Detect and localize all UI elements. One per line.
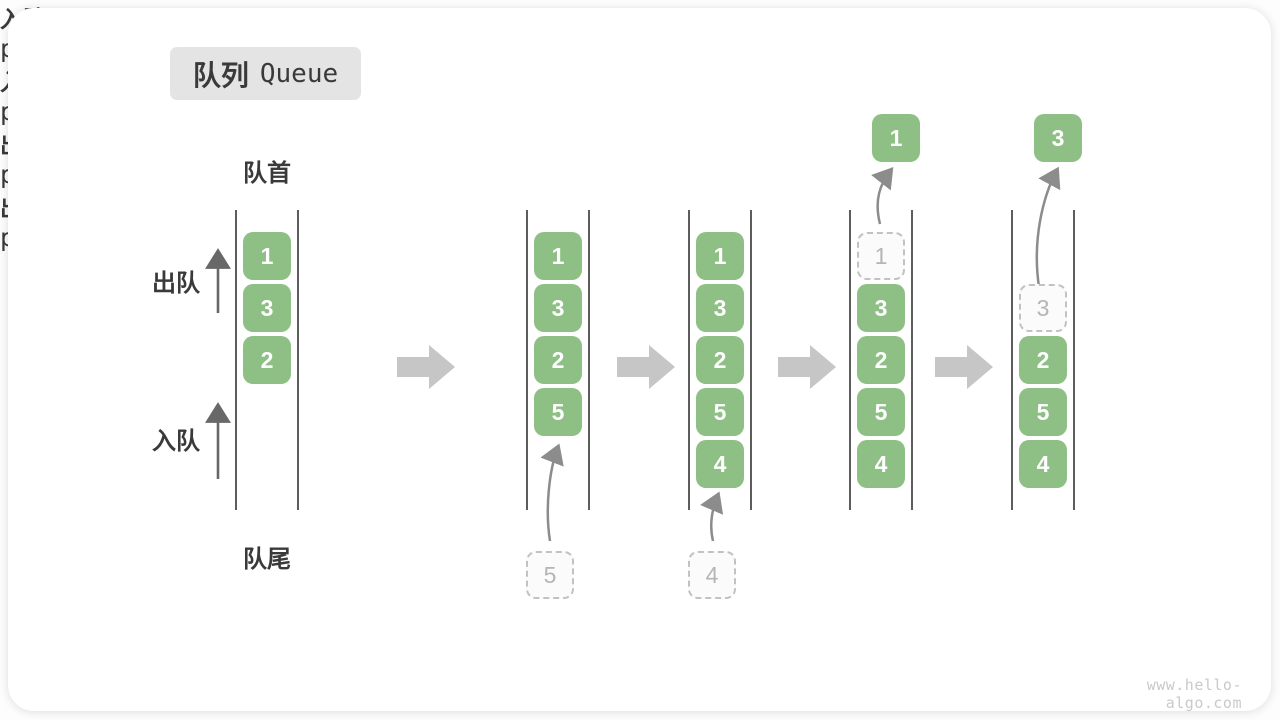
- queue-rail-right: [297, 210, 299, 510]
- queue-cell: 2: [696, 336, 744, 384]
- popped-cell: 1: [872, 114, 920, 162]
- queue-cell: 3: [696, 284, 744, 332]
- queue-rail-left: [688, 210, 690, 510]
- pop-arrow-1: [871, 167, 894, 225]
- queue-rail-right: [1073, 210, 1075, 510]
- watermark: www.hello-algo.com: [1146, 676, 1242, 712]
- queue-rail-left: [526, 210, 528, 510]
- queue-cell: 4: [857, 440, 905, 488]
- transition-arrow-2: [617, 345, 675, 389]
- queue-cell: 2: [1019, 336, 1067, 384]
- queue-cell: 3: [243, 284, 291, 332]
- popped-cell: 3: [1034, 114, 1082, 162]
- label-enqueue-side: 入队: [152, 428, 200, 455]
- transition-arrow-4: [935, 345, 993, 389]
- queue-rail-left: [1011, 210, 1013, 510]
- queue-cell: 3: [857, 284, 905, 332]
- queue-cell: 5: [696, 388, 744, 436]
- queue-cell: 5: [857, 388, 905, 436]
- queue-rail-right: [588, 210, 590, 510]
- staged-cell: 4: [688, 551, 736, 599]
- pop-arrow-3: [1035, 166, 1061, 288]
- queue-cell-ghost: 1: [857, 232, 905, 280]
- staged-cell: 5: [526, 551, 574, 599]
- queue-rail-right: [911, 210, 913, 510]
- label-dequeue-side: 出队: [152, 270, 200, 297]
- queue-rail-left: [849, 210, 851, 510]
- transition-arrow-3: [778, 345, 836, 389]
- queue-cell: 2: [857, 336, 905, 384]
- push-arrow-5: [540, 443, 564, 542]
- title-chip: 队列 Queue: [170, 47, 361, 100]
- queue-cell: 5: [1019, 388, 1067, 436]
- label-queue-front: 队首: [243, 160, 291, 187]
- label-queue-rear: 队尾: [243, 546, 291, 573]
- queue-cell: 2: [534, 336, 582, 384]
- queue-cell: 4: [1019, 440, 1067, 488]
- transition-arrow-1: [397, 345, 455, 389]
- queue-cell: 4: [696, 440, 744, 488]
- queue-cell: 3: [534, 284, 582, 332]
- queue-cell: 1: [243, 232, 291, 280]
- queue-rail-left: [235, 210, 237, 510]
- title-zh: 队列: [192, 59, 249, 91]
- queue-cell: 5: [534, 388, 582, 436]
- queue-cell: 1: [696, 232, 744, 280]
- transition-arrows: [397, 345, 993, 389]
- push-arrow-4: [700, 491, 724, 542]
- queue-cell: 2: [243, 336, 291, 384]
- queue-cell: 1: [534, 232, 582, 280]
- queue-rail-right: [750, 210, 752, 510]
- queue-cell-ghost: 3: [1019, 284, 1067, 332]
- title-en: Queue: [259, 58, 339, 89]
